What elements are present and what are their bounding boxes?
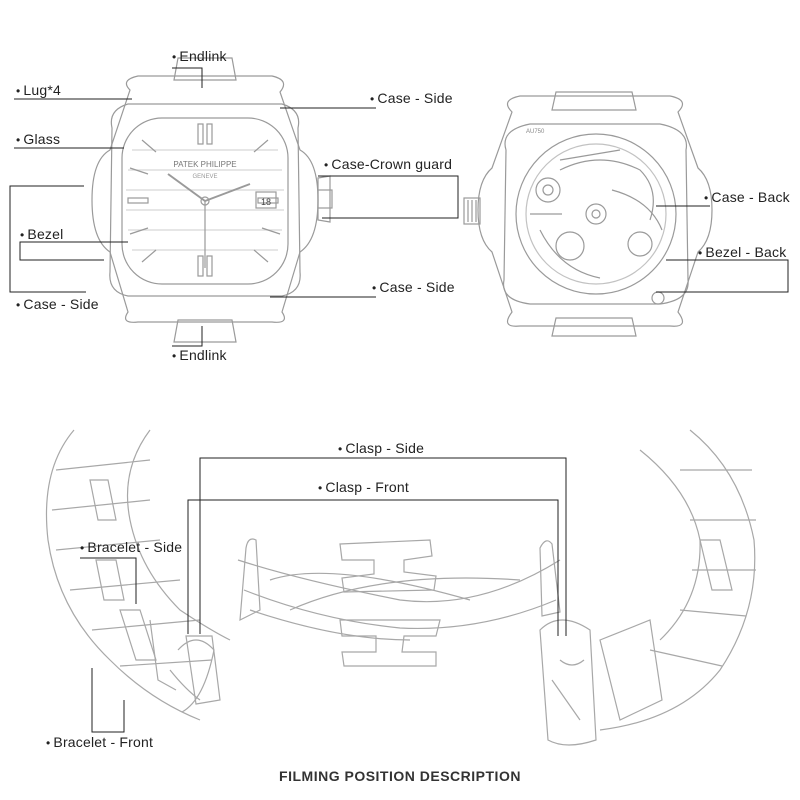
label-endlink-top: •Endlink bbox=[172, 48, 227, 64]
label-case-side-top-text: Case - Side bbox=[377, 90, 453, 106]
label-bracelet-front: •Bracelet - Front bbox=[46, 734, 154, 750]
label-case-side-top: •Case - Side bbox=[370, 90, 453, 106]
label-bracelet-front-text: Bracelet - Front bbox=[53, 734, 154, 750]
label-crown-guard: •Case-Crown guard bbox=[324, 156, 453, 172]
label-clasp-front: •Clasp - Front bbox=[318, 479, 409, 495]
label-case-side-bottom: •Case - Side bbox=[372, 279, 455, 295]
leader-lines bbox=[9, 67, 789, 733]
label-bezel-back-text: Bezel - Back bbox=[705, 244, 787, 260]
label-clasp-side: •Clasp - Side bbox=[338, 440, 425, 456]
case-back-mark: AU750 bbox=[526, 129, 545, 135]
page-title: FILMING POSITION DESCRIPTION bbox=[279, 768, 521, 784]
label-crown-guard-text: Case-Crown guard bbox=[331, 156, 453, 172]
label-case-back-text: Case - Back bbox=[711, 189, 790, 205]
label-bracelet-side-text: Bracelet - Side bbox=[87, 539, 183, 555]
bracelet-clasp-sketch bbox=[45, 429, 756, 746]
back-watch-sketch bbox=[463, 91, 713, 337]
label-bezel-text: Bezel bbox=[27, 226, 64, 242]
label-endlink-bottom-text: Endlink bbox=[179, 347, 227, 363]
label-endlink-top-text: Endlink bbox=[179, 48, 227, 64]
label-lug: •Lug*4 bbox=[16, 82, 61, 98]
label-lug-text: Lug*4 bbox=[23, 82, 61, 98]
dial-brand: PATEK PHILIPPE bbox=[173, 160, 236, 169]
label-clasp-front-text: Clasp - Front bbox=[325, 479, 409, 495]
label-case-back: •Case - Back bbox=[704, 189, 790, 205]
label-bracelet-side: •Bracelet - Side bbox=[80, 539, 183, 555]
label-bezel: •Bezel bbox=[20, 226, 64, 242]
dial-subtext: GENEVE bbox=[192, 174, 217, 180]
label-endlink-bottom: •Endlink bbox=[172, 347, 227, 363]
label-case-side-left: •Case - Side bbox=[16, 296, 99, 312]
label-clasp-side-text: Clasp - Side bbox=[345, 440, 425, 456]
label-bezel-back: •Bezel - Back bbox=[698, 244, 787, 260]
label-case-side-left-text: Case - Side bbox=[23, 296, 99, 312]
label-glass-text: Glass bbox=[23, 131, 61, 147]
front-watch-sketch bbox=[91, 57, 333, 343]
label-case-side-bottom-text: Case - Side bbox=[379, 279, 455, 295]
date-window: 18 bbox=[261, 197, 271, 207]
label-glass: •Glass bbox=[16, 131, 61, 147]
